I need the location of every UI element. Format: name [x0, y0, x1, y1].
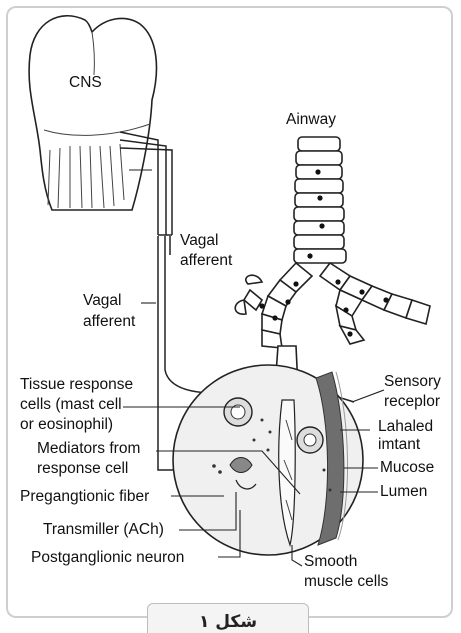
magnified-tissue-circle — [173, 365, 363, 555]
smooth-muscle-label-line1: Smooth — [304, 553, 357, 571]
mediators-label-line1: Mediators from — [37, 440, 140, 458]
transmitter-label: Transmiller (ACh) — [43, 521, 164, 539]
tissue-response-label-line3: or eosinophil) — [20, 416, 113, 434]
vagal-afferent-label-2-line2: afferent — [83, 313, 135, 331]
preganglionic-fiber-label: Pregangtionic fiber — [20, 488, 149, 506]
postganglionic-neuron-label: Postganglionic neuron — [31, 549, 184, 567]
cns-brain-shape — [29, 16, 156, 210]
mediators-label-line2: response cell — [37, 460, 128, 478]
smooth-muscle-label-line2: muscle cells — [304, 573, 388, 591]
inhaled-irritant-label-line2: imtant — [378, 436, 420, 454]
tissue-response-label-line1: Tissue response — [20, 376, 133, 394]
sensory-receptor-label-line2: receplor — [384, 393, 440, 411]
vagal-afferent-label-1-line1: Vagal — [180, 232, 219, 250]
vagal-afferent-label-1-line2: afferent — [180, 252, 232, 270]
mucose-label: Mucose — [380, 459, 434, 477]
cns-label: CNS — [69, 74, 102, 92]
tissue-response-label-line2: cells (mast cell — [20, 396, 122, 414]
lumen-label: Lumen — [380, 483, 427, 501]
airway-label: Ainway — [286, 111, 336, 129]
sensory-receptor-label-line1: Sensory — [384, 373, 441, 391]
figure-caption: شکل ۱ — [147, 603, 309, 633]
vagal-afferent-label-2-line1: Vagal — [83, 292, 122, 310]
inhaled-irritant-label-line1: Lahaled — [378, 418, 433, 436]
